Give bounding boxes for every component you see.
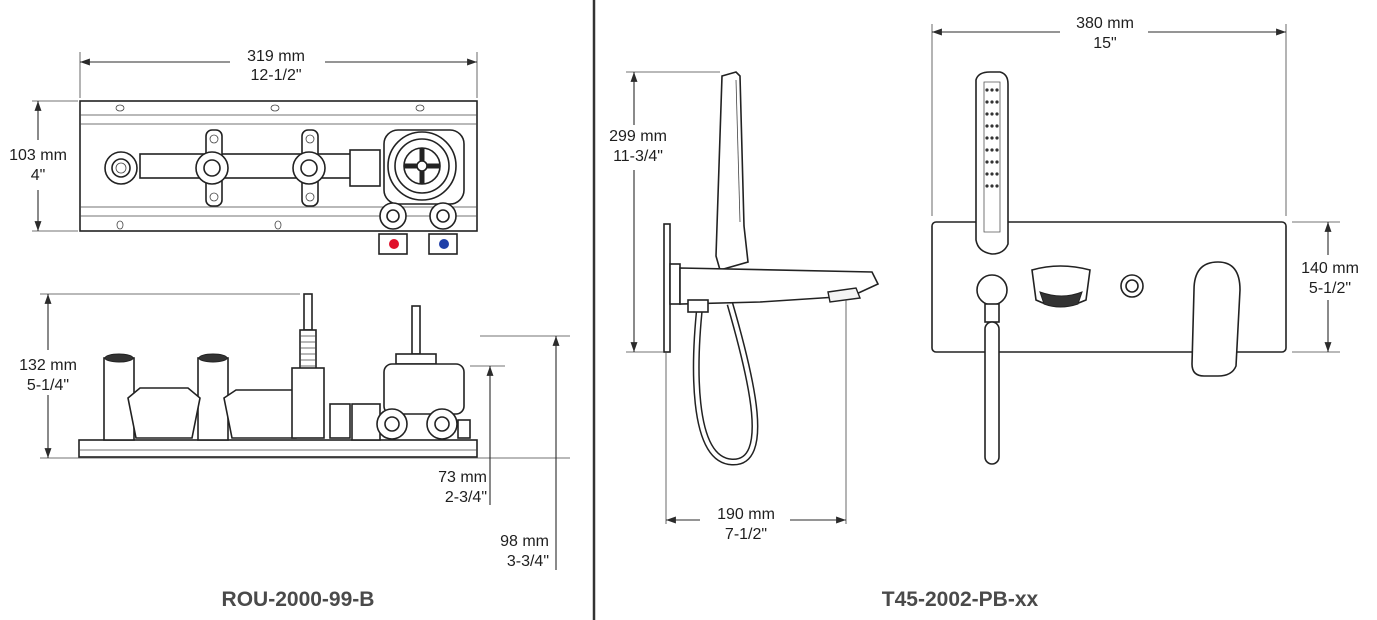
top-width-mm: 319 mm (247, 48, 305, 65)
trim-depth-mm: 190 mm (717, 506, 775, 523)
depth2-in: 3-3/4" (507, 553, 549, 570)
side-height-in: 5-1/4" (27, 377, 69, 394)
depth1-mm: 73 mm (438, 469, 487, 486)
trim-height-mm: 299 mm (609, 128, 667, 145)
left-model-code: ROU-2000-99-B (222, 588, 375, 611)
trim-height-in: 11-3/4" (613, 148, 663, 165)
top-height-in: 4" (31, 167, 46, 184)
top-height-mm: 103 mm (9, 147, 67, 164)
trim-side-dimensions (626, 71, 847, 524)
front-width-mm: 380 mm (1076, 15, 1134, 32)
depth2-mm: 98 mm (500, 533, 549, 550)
depth1-in: 2-3/4" (445, 489, 487, 506)
side-height-mm: 132 mm (19, 357, 77, 374)
rough-in-top-view (79, 100, 478, 255)
hot-indicator-icon (389, 239, 399, 249)
rough-in-side-view (78, 293, 478, 458)
trim-depth-in: 7-1/2" (725, 526, 767, 543)
trim-front-dimensions (931, 24, 1340, 353)
right-model-code: T45-2002-PB-xx (882, 588, 1039, 611)
side-view-dimensions (40, 293, 570, 570)
cold-indicator-icon (439, 239, 449, 249)
top-view-dimensions (32, 52, 478, 232)
front-height-mm: 140 mm (1301, 260, 1359, 277)
trim-front-view (931, 71, 1287, 465)
front-height-in: 5-1/2" (1309, 280, 1351, 297)
trim-side-view (663, 71, 880, 466)
front-width-in: 15" (1093, 35, 1116, 52)
top-width-in: 12-1/2" (250, 67, 301, 84)
